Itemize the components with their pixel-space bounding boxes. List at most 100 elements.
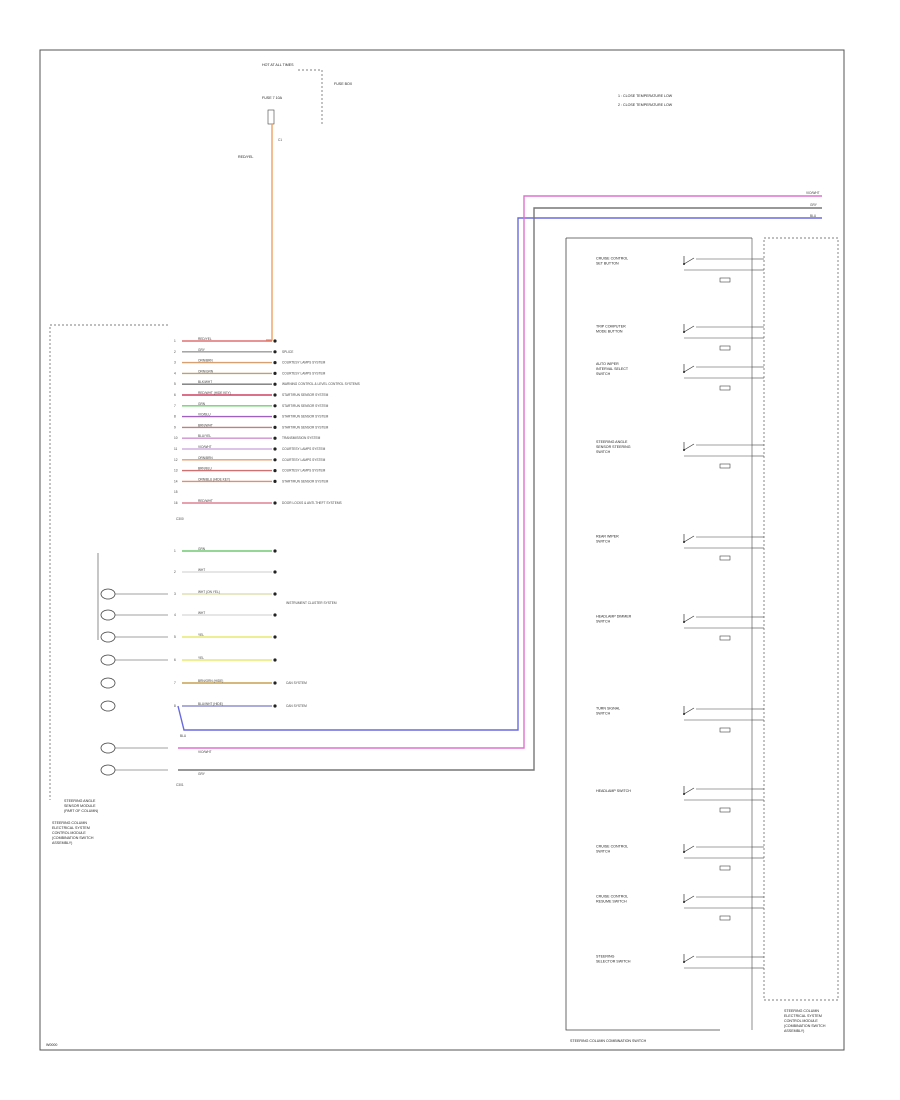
pin-terminal: [273, 570, 277, 574]
fuse-wire-color: RED/YEL: [238, 155, 253, 159]
switch-group: HEADLAMP SWITCH: [596, 786, 764, 801]
pin-wire-color: ORN/GRN: [198, 369, 214, 373]
switch-label: CRUISE CONTROL: [596, 895, 628, 899]
pin-destination: START/RUN SENSOR SYSTEM: [282, 393, 329, 397]
pin-wire-color: BLU/YEL: [198, 434, 211, 438]
switch-contact: [683, 443, 695, 451]
pin-terminal: [273, 371, 277, 375]
switch-label: SWITCH: [596, 620, 611, 624]
pin-number: 8: [174, 415, 176, 419]
pin-destination: SPLICE: [282, 350, 293, 354]
right-bus-label-2: GRY: [810, 203, 818, 207]
pin-number: 3: [174, 592, 176, 596]
switch-label: SET BUTTON: [596, 262, 619, 266]
switch-label: AUTO WIPER: [596, 362, 619, 366]
resistor: [719, 385, 731, 391]
left-sub-label-line: STEERING ANGLE: [64, 799, 96, 803]
pin-terminal: [273, 681, 277, 685]
pin-terminal: [273, 635, 277, 639]
pin-wire-color: RED/WHT (HIDE KEY): [198, 391, 231, 395]
pin-wire-color: GRN: [198, 547, 206, 551]
switch-assembly-outline: [565, 238, 720, 1031]
pin-number: 16: [174, 501, 178, 505]
switch-contact: [683, 257, 695, 265]
pin-wire-color: BRN/BLU: [198, 467, 213, 471]
sensor-terminal: [100, 742, 116, 754]
resistor: [719, 555, 731, 561]
pin-number: 1: [174, 549, 176, 553]
left-module-name-line: CONTROL MODULE: [52, 831, 86, 835]
pin-number: 5: [174, 382, 176, 386]
right-module-name-line: (COMBINATION SWITCH: [784, 1024, 826, 1028]
pin-number: 6: [174, 658, 176, 662]
pin-number: 15: [174, 490, 178, 494]
pin-destination: INSTRUMENT CLUSTER SYSTEM: [286, 601, 337, 605]
left-sub-label-line: (PART OF COLUMN): [64, 809, 98, 813]
pin-number: 4: [174, 613, 176, 617]
pin-terminal: [273, 425, 277, 429]
pin-terminal: [273, 339, 277, 343]
fuse-box-outline: [298, 69, 323, 126]
pin-number: 7: [174, 681, 176, 685]
pin-destination: START/RUN SENSOR SYSTEM: [282, 425, 329, 429]
switch-label: SWITCH: [596, 850, 611, 854]
legend-item-1: 1 : CLOSE TEMPERATURE LOW: [618, 94, 673, 98]
switch-pivot: [683, 851, 685, 853]
pin-number: 12: [174, 458, 178, 462]
sensor-terminal: [100, 764, 116, 776]
right-module-name-line: ASSEMBLY): [784, 1029, 804, 1033]
switch-label: INTERVAL SELECT: [596, 367, 629, 371]
pin-terminal: [273, 592, 277, 596]
switch-pivot: [683, 713, 685, 715]
pin-destination: COURTESY LAMPS SYSTEM: [282, 447, 326, 451]
left-connector-tag-2: C301: [176, 783, 184, 787]
switch-label: STEERING ANGLE: [596, 440, 628, 444]
bus-wire-gry: [178, 207, 822, 771]
switch-pivot: [683, 961, 685, 963]
pin-number: 1: [174, 339, 176, 343]
pin-number: 9: [174, 425, 176, 429]
legend-item-2: 2 : CLOSE TEMPERATURE LOW: [618, 103, 673, 107]
pin-number: 3: [174, 361, 176, 365]
pin-number: 11: [174, 447, 178, 451]
pin-terminal: [273, 404, 277, 408]
switch-contact: [683, 615, 695, 623]
pin-wire-color: BRN/WHT: [198, 423, 213, 427]
fuse-symbol: [267, 109, 275, 125]
resistor: [719, 807, 731, 813]
pin-terminal: [273, 393, 277, 397]
switch-pivot: [683, 793, 685, 795]
sensor-terminal: [100, 631, 116, 643]
switch-label: TURN SIGNAL: [596, 707, 620, 711]
switch-pivot: [683, 263, 685, 265]
right-module-name-line: STEERING COLUMN: [784, 1009, 819, 1013]
pin-wire-color: RED/YEL: [198, 337, 212, 341]
switch-contact: [683, 955, 695, 963]
sensor-terminal: [100, 609, 116, 621]
right-module-name-line: CONTROL MODULE: [784, 1019, 818, 1023]
pin-wire-color: ORN/BRN: [198, 456, 213, 460]
switch-label: SWITCH: [596, 540, 611, 544]
pin-wire-color: BLK/WHT: [198, 380, 212, 384]
left-module-name-line: ASSEMBLY): [52, 841, 72, 845]
switch-label: RESUME SWITCH: [596, 900, 627, 904]
right-module-outline: [763, 237, 839, 1001]
switch-label: CRUISE CONTROL: [596, 257, 628, 261]
pin-destination: START/RUN SENSOR SYSTEM: [282, 404, 329, 408]
pin-wire-color: WHT: [198, 611, 205, 615]
pin-number: 8: [174, 704, 176, 708]
switch-contact: [683, 325, 695, 333]
diagram-frame: [39, 49, 845, 1051]
sensor-terminal: [100, 677, 116, 689]
switch-label: REAR WIPER: [596, 535, 619, 539]
switch-label: SWITCH: [596, 372, 611, 376]
pin-number: 2: [174, 570, 176, 574]
pin-destination: START/RUN SENSOR SYSTEM: [282, 415, 329, 419]
pin-wire-color: WHT (ON YEL): [198, 590, 220, 594]
